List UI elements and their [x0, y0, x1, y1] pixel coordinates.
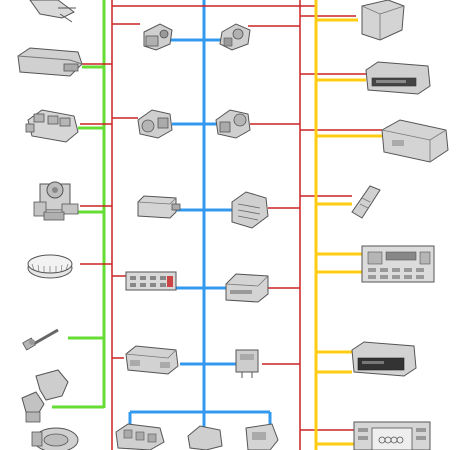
steering-angle-sensor: [21, 369, 69, 423]
round-sensor: [27, 254, 73, 279]
relay-box: [115, 423, 165, 450]
flat-control-unit: [137, 195, 181, 219]
sensor-module-top: [29, 0, 76, 23]
telephone-handset: [351, 185, 381, 219]
green-bus: [52, 0, 106, 409]
actuator-motor-3: [219, 23, 251, 51]
radio-tuner-module: [125, 345, 179, 375]
gateway-unit: [187, 423, 279, 450]
actuator-motor-2: [137, 109, 173, 139]
radio-head-unit: [361, 245, 435, 283]
yellow-bus: [314, 0, 382, 450]
hydraulic-unit: [33, 181, 79, 221]
clock-spring: [31, 427, 79, 450]
amplifier-large: [381, 119, 449, 163]
red-bus: [80, 0, 382, 450]
control-unit-flat: [17, 47, 83, 77]
pin-sensor: [22, 328, 59, 351]
control-unit-multi-connector: [25, 109, 79, 143]
instrument-panel-switch: [125, 271, 177, 291]
dvd-navigation-drive: [351, 341, 417, 377]
actuator-motor-4: [215, 109, 251, 139]
cd-drive: [365, 61, 431, 95]
amplifier-unit: [225, 273, 269, 303]
actuator-motor-1: [143, 23, 173, 51]
navigation-box: [361, 0, 405, 41]
small-relay: [235, 349, 259, 378]
infotainment-display: [353, 421, 431, 450]
connector-box: [231, 191, 269, 229]
